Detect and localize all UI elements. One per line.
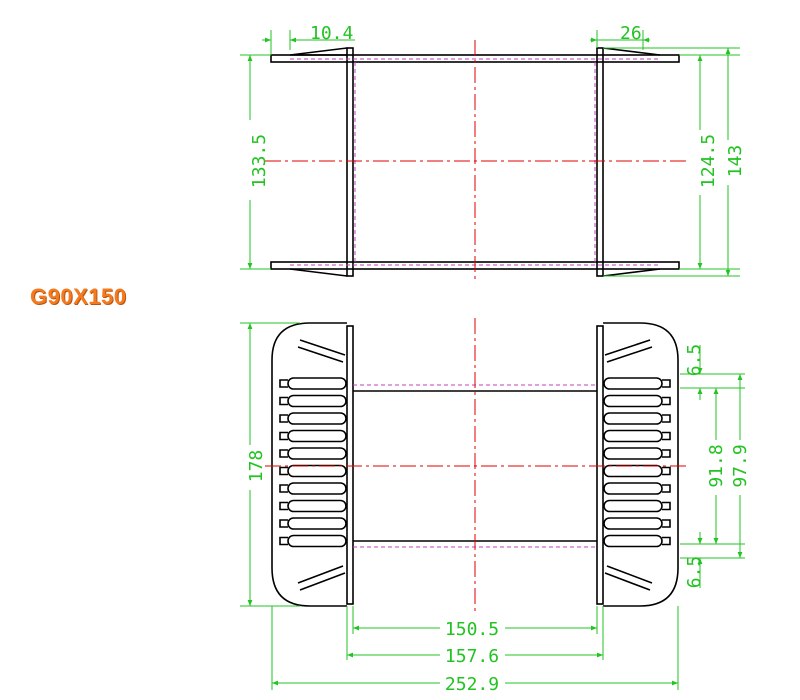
left-wall <box>346 47 354 277</box>
dim-overall-height: 143 <box>725 145 746 178</box>
left-pin-set <box>279 377 347 548</box>
pin-tab <box>662 536 671 546</box>
top-view-centerlines <box>265 40 690 282</box>
pin-slot <box>287 499 347 513</box>
pin-slot <box>287 412 347 425</box>
pin-tab <box>662 466 671 476</box>
pin-slot <box>603 534 663 548</box>
pin-tab <box>662 519 671 528</box>
pin-tab <box>279 396 288 406</box>
front-view-dimensions <box>240 322 745 690</box>
pin-tab <box>279 449 288 458</box>
right-pin-set <box>603 377 671 548</box>
front-view-centerlines <box>265 318 690 612</box>
dim-edge-top: 6.5 <box>684 344 705 377</box>
pin-slot <box>603 482 663 495</box>
pin-slot <box>287 429 347 443</box>
pin-slot <box>287 447 347 460</box>
dim-inner-span: 124.5 <box>698 134 719 188</box>
dim-inner-height: 133.5 <box>249 134 270 188</box>
pin-slot <box>287 482 347 495</box>
dim-window-outer: 97.9 <box>730 444 751 487</box>
pin-tab <box>279 379 288 388</box>
pin-slot <box>603 394 663 408</box>
pin-slot <box>603 464 663 478</box>
pin-slot <box>287 464 347 478</box>
dim-core-width: 150.5 <box>445 619 499 640</box>
pin-tab <box>662 379 671 388</box>
left-flange-outline <box>271 322 347 607</box>
pin-tab <box>662 449 671 458</box>
bottom-left-rib <box>289 268 348 277</box>
front-view <box>271 322 679 607</box>
pin-tab <box>279 431 288 441</box>
pin-slot <box>603 499 663 513</box>
dim-edge-bottom: 6.5 <box>684 556 705 589</box>
pin-slot <box>603 429 663 443</box>
pin-slot <box>603 412 663 425</box>
dim-front-height: 178 <box>246 450 267 483</box>
model-label: G90X150 <box>30 284 127 309</box>
dim-overall-width: 252.9 <box>445 674 499 695</box>
pin-slot <box>287 394 347 408</box>
pin-tab <box>662 414 671 423</box>
pin-slot <box>287 377 347 390</box>
pin-tab <box>662 396 671 406</box>
pin-tab <box>279 466 288 476</box>
top-right-rib <box>602 47 661 56</box>
pin-slot <box>603 447 663 460</box>
dim-flange-span: 157.6 <box>445 646 499 667</box>
front-right-wall <box>596 325 604 605</box>
pin-slot <box>287 534 347 548</box>
pin-tab <box>279 414 288 423</box>
right-wall <box>596 47 604 277</box>
pin-slot <box>603 517 663 530</box>
pin-tab <box>279 536 288 546</box>
dim-flange-offset: 26 <box>620 23 642 44</box>
top-view-dimensions <box>240 30 740 277</box>
pin-tab <box>279 501 288 511</box>
pin-tab <box>279 484 288 493</box>
front-ribs <box>297 339 653 591</box>
pin-tab <box>662 501 671 511</box>
right-flange-outline <box>603 322 679 607</box>
pin-tab <box>662 431 671 441</box>
dim-window: 91.8 <box>706 444 727 487</box>
pin-tab <box>662 484 671 493</box>
pin-slot <box>603 377 663 390</box>
top-left-rib <box>289 47 348 56</box>
dim-flange-thickness: 10.4 <box>310 23 353 44</box>
front-left-wall <box>346 325 354 605</box>
bottom-right-rib <box>602 268 661 277</box>
pin-tab <box>279 519 288 528</box>
pin-slot <box>287 517 347 530</box>
